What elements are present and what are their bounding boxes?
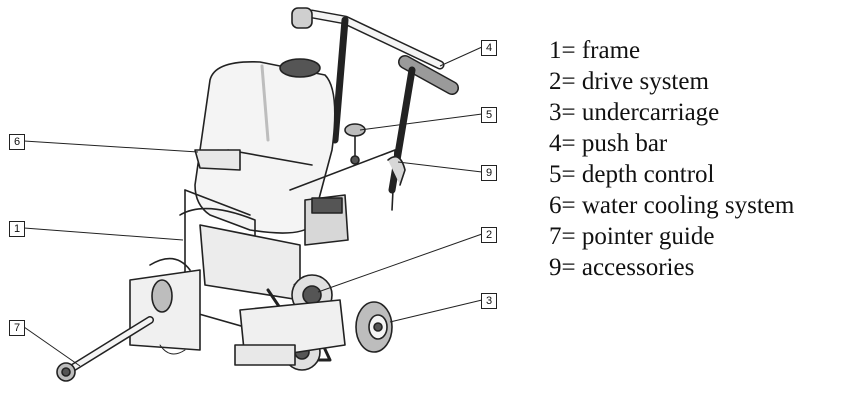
legend-label: depth control: [581, 161, 715, 188]
leader-line-5: [359, 113, 483, 131]
legend-item: 7= pointer guide: [549, 221, 844, 252]
legend-separator: =: [561, 37, 582, 64]
leader-line-9: [397, 161, 483, 173]
legend-separator: =: [561, 68, 582, 95]
leader-line-2: [317, 233, 483, 293]
legend-item: 1= frame: [549, 35, 844, 66]
leader-line-7: [23, 326, 81, 367]
legend-item: 3= undercarriage: [549, 97, 844, 128]
legend-label: accessories: [581, 254, 695, 281]
callout-box-2: 2: [481, 227, 497, 243]
legend-number: 3: [549, 99, 562, 126]
legend-label: drive system: [581, 68, 709, 95]
legend-number: 2: [549, 68, 562, 95]
legend-label: frame: [581, 37, 641, 64]
callout-box-6: 6: [9, 134, 25, 150]
legend-number: 9: [549, 254, 562, 281]
legend-label: undercarriage: [581, 99, 720, 126]
legend-item: 9= accessories: [549, 252, 844, 283]
callout-box-9: 9: [481, 165, 497, 181]
legend-item: 6= water cooling system: [549, 190, 844, 221]
leader-line-6: [23, 140, 199, 153]
legend-label: pointer guide: [581, 223, 715, 250]
legend-number: 7: [549, 223, 562, 250]
parts-legend: 1= frame 2= drive system 3= undercarriag…: [549, 35, 844, 283]
callout-box-4: 4: [481, 40, 497, 56]
legend-label: water cooling system: [581, 192, 795, 219]
legend-number: 4: [549, 130, 562, 157]
callout-box-1: 1: [9, 221, 25, 237]
callout-box-3: 3: [481, 293, 497, 309]
legend-item: 2= drive system: [549, 66, 844, 97]
accessories-part: [387, 155, 406, 186]
leader-line-1: [23, 227, 184, 241]
legend-separator: =: [561, 192, 582, 219]
leader-line-3: [389, 299, 483, 323]
frame-part: [179, 149, 396, 331]
legend-separator: =: [561, 99, 582, 126]
legend-number: 6: [549, 192, 562, 219]
legend-separator: =: [561, 223, 582, 250]
legend-separator: =: [561, 130, 582, 157]
legend-label: push bar: [581, 130, 668, 157]
legend-separator: =: [561, 254, 582, 281]
leader-line-4: [439, 46, 483, 67]
floor-saw-illustration: [23, 7, 483, 382]
legend-item: 5= depth control: [549, 159, 844, 190]
pointer-guide-part: [56, 316, 154, 382]
legend-separator: =: [561, 161, 582, 188]
legend-item: 4= push bar: [549, 128, 844, 159]
legend-number: 1: [549, 37, 562, 64]
callout-box-5: 5: [481, 107, 497, 123]
depth-control-part: [344, 123, 366, 165]
callout-box-7: 7: [9, 320, 25, 336]
undercarriage-part: [151, 279, 393, 353]
legend-number: 5: [549, 161, 562, 188]
